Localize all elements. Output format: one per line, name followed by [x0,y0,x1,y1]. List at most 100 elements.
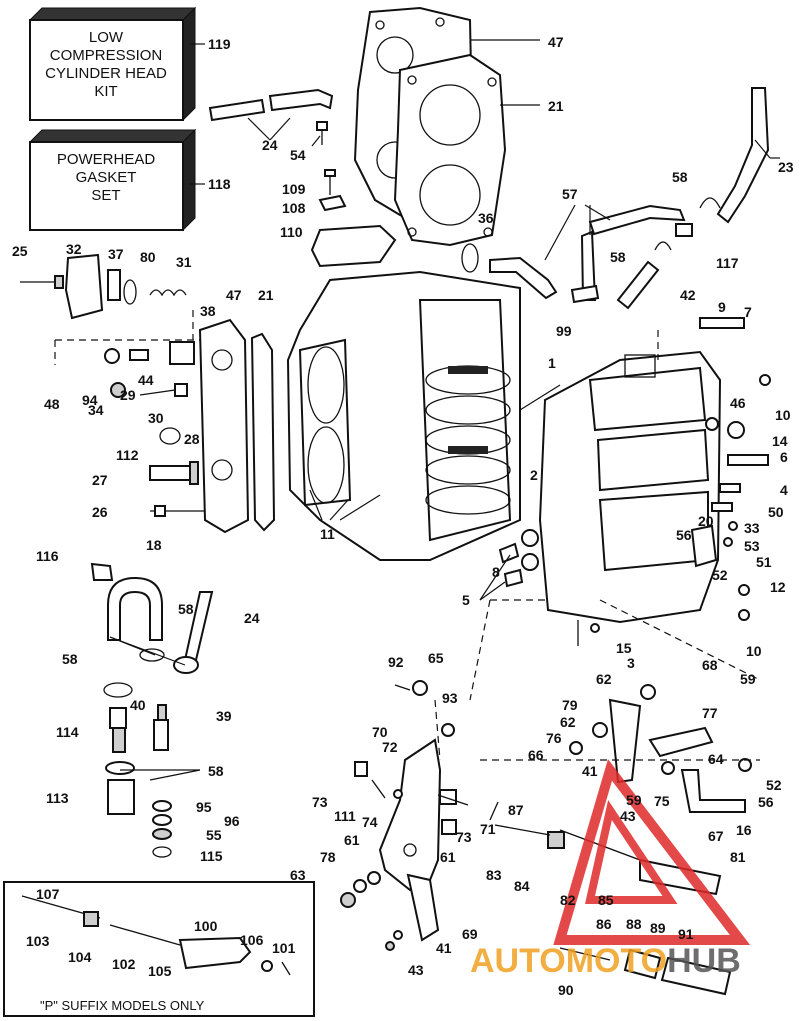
kit-box-cylinder-head: LOW COMPRESSION CYLINDER HEAD KIT 119 [28,6,231,122]
callout-label: 12 [770,579,786,595]
cylinder-block [286,270,521,561]
hose-u-shaped [90,562,163,641]
callout-label: 103 [26,933,50,949]
callout-label: 58 [672,169,688,185]
callout-label: 16 [736,822,752,838]
callout-label: 95 [196,799,212,815]
callout-label: 74 [362,814,378,830]
grip-parts-lower [559,947,732,996]
callout-label: 109 [282,181,306,197]
callout-label: 115 [200,848,223,864]
hose-36 [489,256,558,300]
callout-label: 21 [548,98,564,114]
callout-label: 51 [756,554,772,570]
callout-label: 78 [320,849,336,865]
callout-label: 63 [290,867,306,883]
kit-box-cylinder-head-line-2: COMPRESSION [50,47,163,64]
callout-label: 52 [712,567,728,583]
shaft-84 [547,831,565,849]
small-parts-right [498,317,771,646]
link-arm-68 [648,726,714,758]
callout-label: 105 [148,963,172,979]
callout-label: 59 [626,792,642,808]
callout-label: 28 [184,431,200,447]
callout-label: 2 [530,467,538,483]
callout-label: 86 [596,916,612,932]
callout-label: 89 [650,920,666,936]
callout-label: 107 [36,886,60,902]
inset-note-text: "P" SUFFIX MODELS ONLY [40,998,205,1013]
callout-label: 1 [548,355,556,371]
callout-label: 58 [178,601,194,617]
kit-box-powerhead-gasket-line-1: POWERHEAD [57,151,156,168]
callout-labels: 47 21 24 54 23 109 108 110 36 57 58 58 1… [12,34,794,998]
callout-label: 76 [546,730,562,746]
fitting-40 [153,704,169,751]
callout-label: 34 [88,402,104,418]
callout-label: 85 [598,892,614,908]
lower-hose-stack [105,761,172,858]
callout-label: 29 [120,387,136,403]
callout-label: 33 [744,520,760,536]
cylinder-head-gasket [393,53,507,247]
callout-label: 46 [730,395,746,411]
callout-label: 62 [596,671,612,687]
kit-box-cylinder-head-line-4: KIT [94,83,117,100]
callout-label: 58 [208,763,224,779]
callout-label: 11 [320,526,335,542]
callout-label: 5 [462,592,470,608]
callout-label: 100 [194,918,218,934]
watermark-text-hub: HUB [667,942,741,980]
callout-label: 87 [508,802,524,818]
callout-label: 24 [244,610,260,626]
callout-label: 7 [744,304,752,320]
callout-label: 111 [334,808,356,824]
callout-label: 54 [290,147,306,163]
small-parts-lower-mid [340,680,752,951]
callout-leaders [109,39,780,781]
kit-box-powerhead-gasket-line-3: SET [91,187,120,204]
callout-label: 79 [562,697,578,713]
callout-label: 99 [556,323,572,339]
callout-label: 69 [462,926,478,942]
callout-label: 73 [456,829,472,845]
callout-label: 70 [372,724,388,740]
callout-label: 116 [36,548,59,564]
callout-label: 75 [654,793,670,809]
callout-label: 32 [66,241,82,257]
callout-label: 61 [440,849,456,865]
callout-label: 55 [206,827,222,843]
callout-label: 47 [226,287,242,303]
callout-label: 41 [582,763,598,779]
callout-label: 44 [138,372,154,388]
callout-label: 8 [492,564,500,580]
callout-label: 91 [678,926,694,942]
valve-parts-left [104,341,195,398]
svg-text:AUTOMOTOHUB: AUTOMOTOHUB [470,942,741,980]
callout-label: 30 [148,410,164,426]
kit-box-powerhead-gasket: POWERHEAD GASKET SET 118 [28,128,231,232]
callout-label: 57 [562,186,578,202]
callout-label: 31 [176,254,192,270]
callout-label: 39 [216,708,232,724]
callout-label: 6 [780,449,788,465]
callout-label: 27 [92,472,108,488]
callout-label: 43 [408,962,424,978]
bleed-hose-right [716,87,770,224]
callout-label: 90 [558,982,574,998]
callout-label: 67 [708,828,724,844]
callout-label: 66 [528,747,544,763]
callout-label: 43 [620,808,636,824]
callout-label: 23 [778,159,794,175]
callout-label: 83 [486,867,502,883]
thermostat-housing [20,253,187,320]
watermark-text-auto: AUTO [470,942,566,980]
callout-label: 84 [514,878,530,894]
callout-label: 47 [548,34,564,50]
callout-label: 92 [388,654,404,670]
callout-label: 24 [262,137,278,153]
hose-24-lower [139,591,214,674]
hose-crossover [580,204,686,301]
